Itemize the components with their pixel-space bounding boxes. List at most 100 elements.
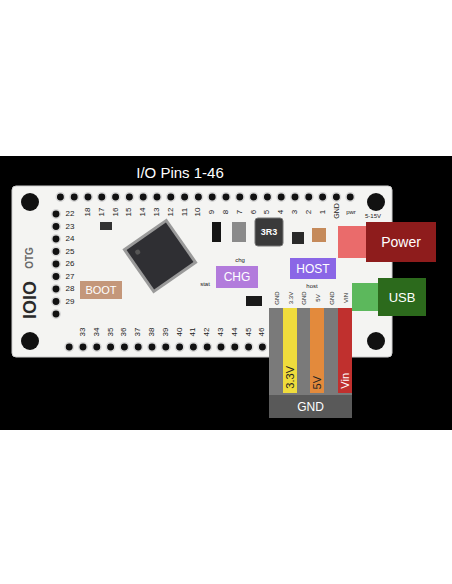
capacitor: [312, 228, 326, 242]
silkscreen-label: GND: [274, 291, 280, 304]
silkscreen-label: 43: [217, 328, 225, 337]
silkscreen-label: 40: [176, 328, 184, 337]
boot-label: BOOT: [80, 281, 122, 299]
silkscreen-label: 29: [66, 298, 75, 306]
pin-hole: [79, 343, 87, 351]
silkscreen-label: 39: [162, 328, 170, 337]
pin-hole: [305, 193, 313, 201]
part-marking: 3R3: [261, 228, 278, 237]
pin-hole: [52, 272, 60, 280]
capacitor: [212, 222, 221, 242]
pin-hole: [180, 193, 188, 201]
pin-hole: [52, 310, 60, 318]
silkscreen-label: 14: [139, 208, 147, 217]
power-label: Power: [366, 222, 436, 262]
usb-label: USB: [378, 278, 426, 316]
silkscreen-label: 23: [66, 223, 75, 231]
logo-text: IOIO: [21, 281, 39, 319]
microcontroller-chip: [122, 218, 197, 293]
pin-hole: [134, 343, 142, 351]
pin-hole: [194, 193, 202, 201]
silkscreen-label: 37: [134, 328, 142, 337]
pin-hole: [52, 285, 60, 293]
pin-hole: [332, 193, 340, 201]
ground-label: GND: [269, 395, 352, 418]
silkscreen-label: 42: [203, 328, 211, 337]
pin-hole: [222, 193, 230, 201]
silkscreen-label: stat: [200, 281, 210, 287]
pin-label: 5V: [310, 308, 324, 393]
pin-hole: [258, 343, 266, 351]
pin-hole: [236, 193, 244, 201]
silkscreen-label: 3.3V: [288, 292, 294, 304]
silkscreen-label: 10: [194, 208, 202, 217]
label-text: 5V: [312, 376, 323, 389]
pin-hole: [125, 193, 133, 201]
pin-hole: [52, 297, 60, 305]
silkscreen-label: 7: [236, 210, 244, 214]
silkscreen-label: 35: [107, 328, 115, 337]
silkscreen-label: 1: [319, 210, 327, 214]
silkscreen-label: 5-15V: [365, 213, 381, 219]
silkscreen-label: 22: [66, 210, 75, 218]
silkscreen-label: 27: [66, 273, 75, 281]
usb-connector: [352, 283, 380, 311]
pin-hole: [111, 193, 119, 201]
pin-hole: [52, 222, 60, 230]
silkscreen-label: GND: [333, 203, 340, 219]
silkscreen-label: 6: [250, 210, 258, 214]
pin-hole: [52, 247, 60, 255]
label-text: Vin: [340, 373, 351, 389]
silkscreen-label: VIN: [343, 293, 349, 303]
diode: [246, 296, 262, 306]
pin-label: 3.3V: [283, 308, 297, 393]
silkscreen-label: 46: [258, 328, 266, 337]
pin-hole: [217, 343, 225, 351]
pin-hole: [153, 193, 161, 201]
pin-hole: [120, 343, 128, 351]
silkscreen-label: 13: [153, 208, 161, 217]
pin-hole: [346, 193, 354, 201]
silkscreen-label: 2: [305, 210, 313, 214]
silkscreen-label: host: [306, 283, 317, 289]
resistor: [100, 222, 112, 230]
silkscreen-label: 16: [112, 208, 120, 217]
capacitor: [232, 222, 246, 242]
pin-hole: [106, 343, 114, 351]
board-title: I/O Pins 1-46: [136, 165, 224, 180]
silkscreen-label: chg: [235, 257, 245, 263]
pin-hole: [244, 343, 252, 351]
silkscreen-label: 17: [98, 208, 106, 217]
silkscreen-label: 34: [93, 328, 101, 337]
pin-hole: [167, 193, 175, 201]
label-text: GND: [297, 401, 324, 413]
silkscreen-label: 33: [79, 328, 87, 337]
pin-hole: [249, 193, 257, 201]
pin-hole: [148, 343, 156, 351]
silkscreen-label: 36: [120, 328, 128, 337]
silkscreen-label: 3: [291, 210, 299, 214]
label-text: USB: [389, 291, 416, 304]
host-label: HOST: [290, 258, 336, 279]
pin-hole: [277, 193, 285, 201]
pin-hole: [70, 193, 78, 201]
pin-hole: [52, 235, 60, 243]
pin-hole: [175, 343, 183, 351]
dark-band: [0, 156, 452, 430]
silkscreen-label: 5: [263, 210, 271, 214]
pin-hole: [203, 343, 211, 351]
label-text: Power: [381, 235, 421, 249]
silkscreen-label: GND: [301, 291, 307, 304]
pin-hole: [98, 193, 106, 201]
silkscreen-label: 25: [66, 248, 75, 256]
silkscreen-label: 26: [66, 260, 75, 268]
pin-hole: [291, 193, 299, 201]
label-text: HOST: [296, 263, 329, 275]
power-connector: [338, 226, 368, 258]
silkscreen-label: 18: [84, 208, 92, 217]
silkscreen-label: 41: [189, 328, 197, 337]
pin-hole: [65, 343, 73, 351]
silkscreen-label: 4: [277, 210, 285, 214]
silkscreen-label: 9: [208, 210, 216, 214]
pin-hole: [52, 210, 60, 218]
